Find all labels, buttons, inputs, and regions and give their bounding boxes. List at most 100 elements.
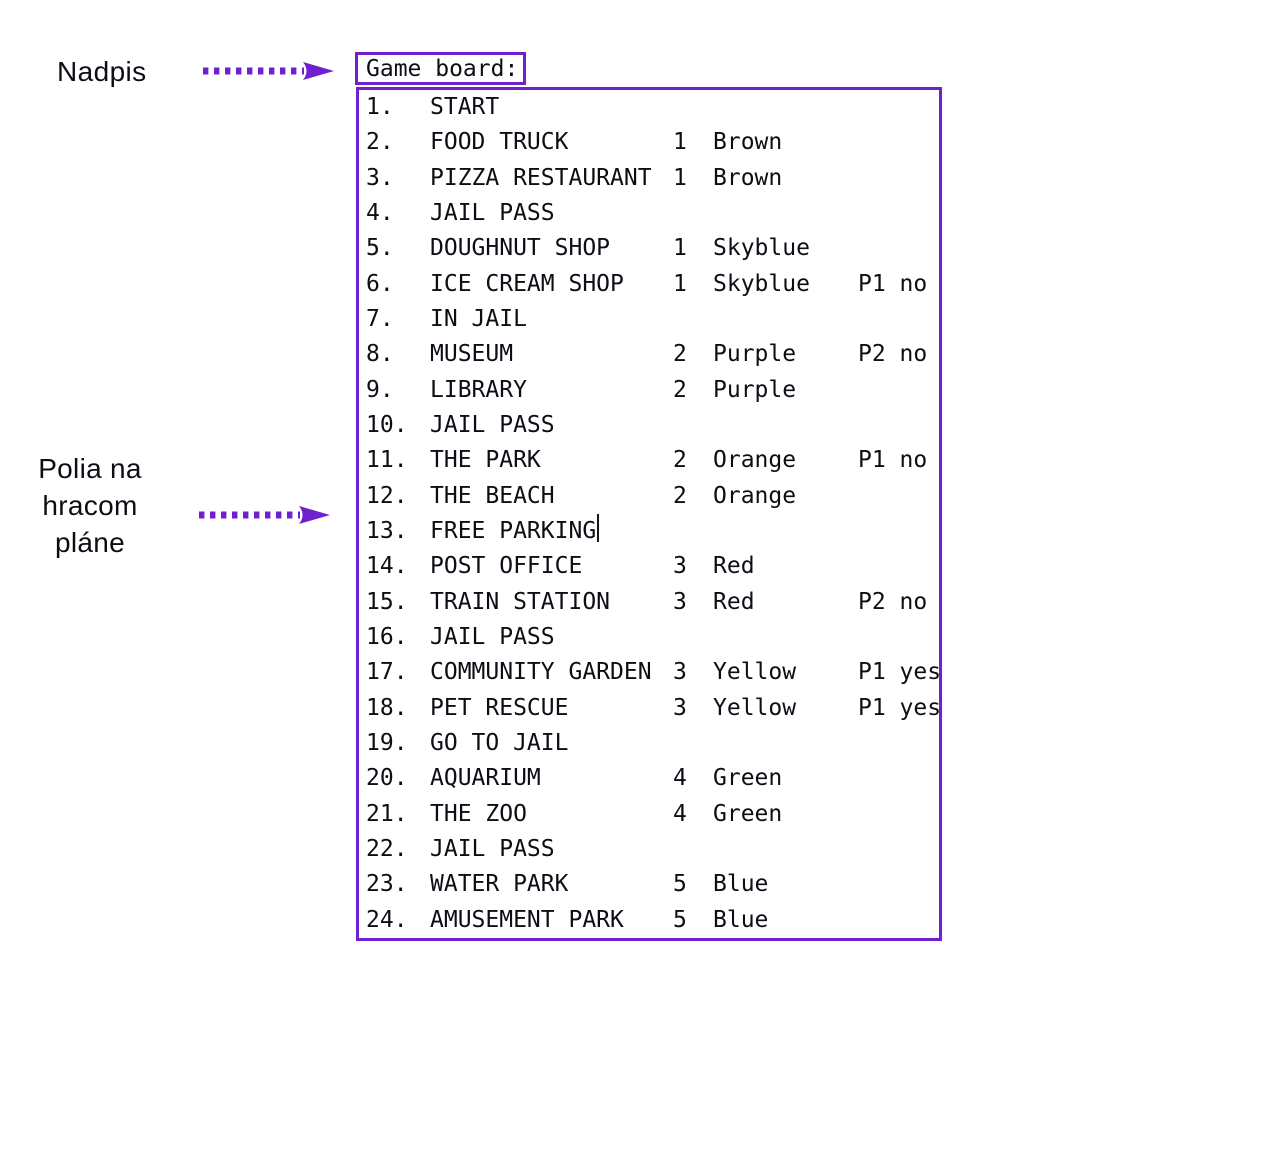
group-color: Brown — [713, 129, 783, 156]
board-row: 11. THE PARK 2 Orange P1 no — [359, 443, 939, 478]
board-title-box: Game board: — [355, 52, 526, 85]
group-size: 1 — [673, 129, 687, 156]
group-color: Orange — [713, 447, 797, 474]
group-color: Orange — [713, 482, 797, 509]
text-caret — [597, 513, 600, 542]
row-number: 16. — [366, 623, 408, 650]
owner-info: P2 no — [858, 341, 928, 368]
square-name: ICE CREAM SHOP — [430, 270, 624, 297]
square-name: WATER PARK — [430, 871, 569, 898]
board-row: 6. ICE CREAM SHOP 1 Skyblue P1 no — [359, 267, 939, 302]
row-number: 12. — [366, 482, 408, 509]
square-name: JAIL PASS — [430, 411, 555, 438]
group-size: 1 — [673, 164, 687, 191]
group-size: 5 — [673, 906, 687, 933]
row-number: 21. — [366, 800, 408, 827]
row-number: 2. — [366, 129, 394, 156]
group-color: Red — [713, 553, 755, 580]
group-color: Blue — [713, 871, 769, 898]
row-number: 1. — [366, 94, 394, 120]
square-name: LIBRARY — [430, 376, 527, 403]
owner-info: P1 yes — [858, 694, 942, 721]
square-name: POST OFFICE — [430, 553, 583, 580]
group-size: 2 — [673, 447, 687, 474]
group-size: 2 — [673, 341, 687, 368]
board-row: 19. GO TO JAIL — [359, 726, 939, 761]
owner-info: P2 no — [858, 588, 928, 615]
board-row: 7. IN JAIL — [359, 302, 939, 337]
board-row: 17. COMMUNITY GARDEN 3 Yellow P1 yes — [359, 655, 941, 690]
board-row: 9. LIBRARY 2 Purple — [359, 373, 939, 408]
group-size: 1 — [673, 235, 687, 262]
square-name: JAIL PASS — [430, 623, 555, 650]
square-name: FREE PARKING — [430, 513, 600, 549]
square-name: TRAIN STATION — [430, 588, 611, 615]
annotation-fields-line: pláne — [54, 527, 125, 558]
dotted-arrow-icon — [203, 62, 334, 80]
square-name: GO TO JAIL — [430, 729, 569, 756]
row-number: 8. — [366, 341, 394, 368]
square-name: THE PARK — [430, 447, 541, 474]
square-name: THE ZOO — [430, 800, 527, 827]
square-name: PIZZA RESTAURANT — [430, 164, 652, 191]
row-number: 6. — [366, 270, 394, 297]
group-color: Purple — [713, 341, 797, 368]
square-name: IN JAIL — [430, 305, 527, 332]
row-number: 9. — [366, 376, 394, 403]
square-name: PET RESCUE — [430, 694, 569, 721]
group-color: Blue — [713, 906, 769, 933]
game-board-text-area[interactable]: 1. START 2. FOOD TRUCK 1 Brown 3. PIZZA … — [356, 87, 942, 941]
row-number: 20. — [366, 765, 408, 792]
group-size: 3 — [673, 659, 687, 686]
group-color: Skyblue — [713, 270, 810, 297]
group-size: 4 — [673, 800, 687, 827]
owner-info: P1 no — [858, 270, 928, 297]
row-number: 18. — [366, 694, 408, 721]
board-row: 10. JAIL PASS — [359, 408, 939, 443]
board-row: 23. WATER PARK 5 Blue — [359, 867, 939, 902]
row-number: 4. — [366, 199, 394, 226]
group-size: 2 — [673, 482, 687, 509]
square-name: MUSEUM — [430, 341, 514, 368]
group-color: Brown — [713, 164, 783, 191]
owner-info: P1 no — [858, 447, 928, 474]
board-row: 24. AMUSEMENT PARK 5 Blue — [359, 903, 939, 938]
group-color: Red — [713, 588, 755, 615]
group-size: 5 — [673, 871, 687, 898]
group-size: 4 — [673, 765, 687, 792]
annotation-fields-label: Polia na hracom pláne — [18, 450, 162, 561]
board-row: 21. THE ZOO 4 Green — [359, 797, 939, 832]
square-name: AQUARIUM — [430, 765, 541, 792]
row-number: 14. — [366, 553, 408, 580]
group-size: 3 — [673, 553, 687, 580]
board-row: 16. JAIL PASS — [359, 620, 939, 655]
row-number: 11. — [366, 447, 408, 474]
row-number: 10. — [366, 411, 408, 438]
board-row: 1. START — [359, 90, 939, 125]
row-number: 3. — [366, 164, 394, 191]
board-row: 20. AQUARIUM 4 Green — [359, 761, 939, 796]
row-number: 24. — [366, 906, 408, 933]
square-name: START — [430, 94, 500, 120]
group-color: Purple — [713, 376, 797, 403]
annotation-fields-line: hracom — [42, 490, 138, 521]
board-row: 14. POST OFFICE 3 Red — [359, 549, 939, 584]
row-number: 13. — [366, 517, 408, 544]
board-row: 4. JAIL PASS — [359, 196, 939, 231]
group-size: 1 — [673, 270, 687, 297]
annotation-fields-line: Polia na — [38, 453, 142, 484]
group-color: Skyblue — [713, 235, 810, 262]
square-name: AMUSEMENT PARK — [430, 906, 624, 933]
board-row: 18. PET RESCUE 3 Yellow P1 yes — [359, 691, 942, 726]
row-number: 23. — [366, 871, 408, 898]
square-name: JAIL PASS — [430, 835, 555, 862]
row-number: 15. — [366, 588, 408, 615]
board-row: 13. FREE PARKING — [359, 513, 939, 549]
board-row: 12. THE BEACH 2 Orange — [359, 479, 939, 514]
row-number: 22. — [366, 835, 408, 862]
dotted-arrow-icon — [199, 506, 330, 524]
board-rows: 1. START 2. FOOD TRUCK 1 Brown 3. PIZZA … — [359, 90, 942, 938]
board-title-text: Game board: — [366, 55, 519, 82]
row-number: 7. — [366, 305, 394, 332]
board-row: 8. MUSEUM 2 Purple P2 no — [359, 337, 939, 372]
